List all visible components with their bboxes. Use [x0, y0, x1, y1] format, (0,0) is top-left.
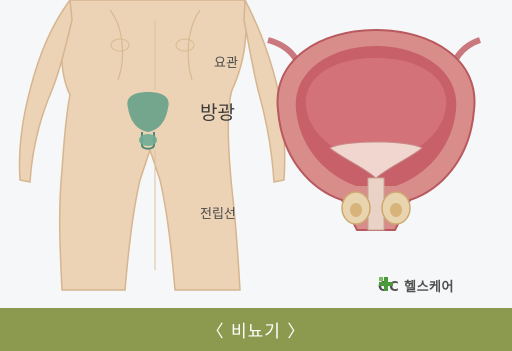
- cross-leaf-logo-icon: [378, 276, 394, 292]
- caption-title: 〈 비뇨기 〉: [207, 317, 306, 342]
- prostate-label: 전립선: [200, 203, 236, 222]
- bladder-cross-section: [268, 30, 480, 230]
- gc-healthcare-logo: GC 헬스케어: [378, 276, 454, 295]
- anatomy-drawing: [0, 0, 512, 308]
- caption-bar: 〈 비뇨기 〉: [0, 308, 512, 351]
- ureter-label: 요관: [214, 52, 238, 71]
- bladder-label: 방광: [200, 98, 235, 125]
- anatomy-illustration: 요관 방광 전립선 GC 헬스케어: [0, 0, 512, 308]
